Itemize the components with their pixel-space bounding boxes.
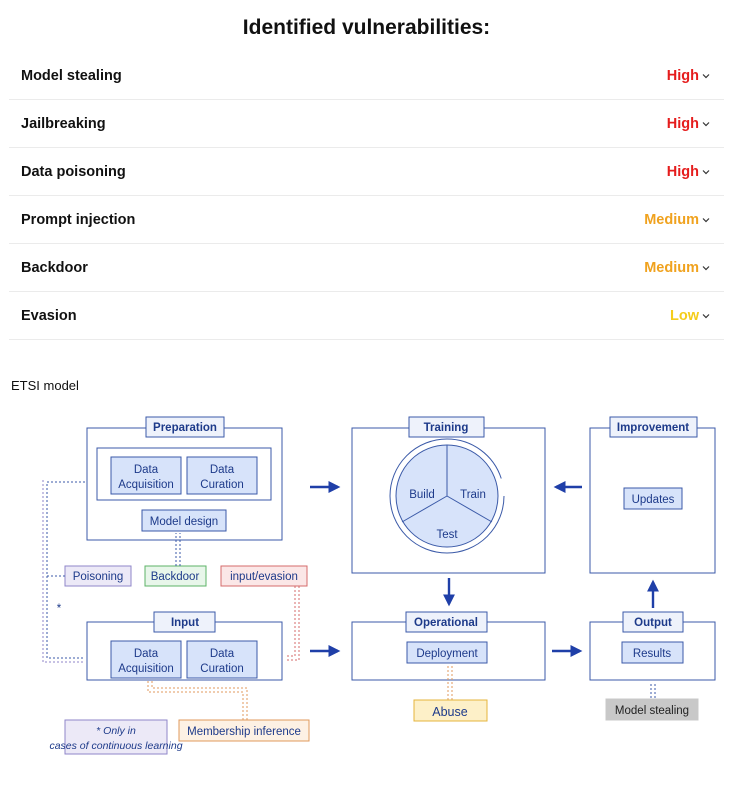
deployment-label: Deployment	[416, 648, 478, 660]
vulnerability-list: Model stealing High Jailbreaking High Da…	[9, 52, 724, 340]
prep-data-acquisition-box	[110, 456, 182, 495]
preparation-title: Preparation	[153, 422, 217, 434]
chevron-down-icon	[702, 73, 710, 78]
vulnerability-row-prompt-injection[interactable]: Prompt injection Medium	[9, 196, 724, 244]
vulnerability-row-backdoor[interactable]: Backdoor Medium	[9, 244, 724, 292]
build-label: Build	[409, 489, 435, 501]
severity-label: Medium	[644, 211, 699, 228]
vulnerability-name: Data poisoning	[21, 163, 126, 180]
chevron-down-icon	[702, 121, 710, 126]
output-header	[622, 611, 684, 633]
preparation-header	[145, 416, 225, 438]
vulnerability-row-data-poisoning[interactable]: Data poisoning High	[9, 148, 724, 196]
train-label: Train	[460, 489, 486, 501]
severity-dropdown[interactable]: High	[667, 116, 724, 132]
cycle-divider-left	[401, 495, 448, 523]
severity-dropdown[interactable]: Low	[670, 308, 724, 324]
vulnerability-name: Prompt injection	[21, 211, 136, 228]
operational-title: Operational	[414, 617, 478, 629]
diagram-caption: ETSI model	[11, 378, 79, 393]
severity-label: High	[666, 163, 699, 180]
prep-data-curation-box	[186, 456, 258, 495]
chevron-down-icon	[702, 265, 710, 270]
training-header	[408, 416, 485, 438]
abuse-label: Abuse	[432, 705, 467, 719]
input-evasion-label: input/evasion	[230, 571, 298, 583]
input-data-acquisition-box	[110, 640, 182, 679]
model-stealing-path	[650, 682, 656, 698]
input-evasion-path	[285, 586, 300, 661]
training-title: Training	[424, 422, 469, 434]
severity-label: Medium	[644, 259, 699, 276]
poisoning-path-outer	[42, 480, 85, 663]
vulnerability-name: Evasion	[21, 307, 77, 324]
abuse-path	[447, 665, 453, 700]
chevron-down-icon	[702, 169, 710, 174]
model-design-box	[141, 509, 227, 532]
operational-header	[405, 611, 488, 633]
input-title: Input	[171, 617, 199, 629]
vulnerability-row-jailbreaking[interactable]: Jailbreaking High	[9, 100, 724, 148]
input-header	[153, 611, 216, 633]
results-label: Results	[633, 648, 672, 660]
model-design-label: Model design	[150, 516, 218, 528]
severity-label: Low	[670, 307, 699, 324]
vulnerability-name: Model stealing	[21, 67, 122, 84]
output-title: Output	[634, 617, 672, 629]
test-label: Test	[436, 529, 458, 541]
model-stealing-label: Model stealing	[615, 705, 689, 717]
severity-dropdown[interactable]: Medium	[644, 260, 724, 276]
vulnerability-name: Backdoor	[21, 259, 88, 276]
membership-inference-tag	[178, 719, 310, 742]
deployment-box	[406, 641, 488, 664]
severity-dropdown[interactable]: High	[667, 164, 724, 180]
backdoor-path	[175, 533, 181, 566]
vulnerability-name: Jailbreaking	[21, 115, 106, 132]
cycle-divider-right	[446, 495, 493, 523]
poisoning-label: Poisoning	[73, 571, 124, 583]
severity-label: High	[666, 115, 699, 132]
model-stealing-tag	[605, 698, 699, 721]
membership-inference-path	[147, 680, 248, 720]
updates-label: Updates	[632, 494, 675, 506]
footnote-box	[64, 719, 168, 755]
input-evasion-tag	[220, 565, 308, 587]
input-data-curation-box	[186, 640, 258, 679]
vulnerability-row-model-stealing[interactable]: Model stealing High	[9, 52, 724, 100]
chevron-down-icon	[702, 217, 710, 222]
severity-dropdown[interactable]: Medium	[644, 212, 724, 228]
asterisk-mark: *	[57, 603, 62, 615]
chevron-down-icon	[702, 313, 710, 318]
updates-box	[623, 487, 683, 510]
improvement-title: Improvement	[617, 422, 689, 434]
backdoor-label: Backdoor	[151, 571, 200, 583]
results-box	[621, 641, 684, 664]
severity-dropdown[interactable]: High	[667, 68, 724, 84]
poisoning-path	[46, 481, 85, 659]
training-cycle-ring	[389, 438, 505, 554]
membership-inference-label: Membership inference	[187, 726, 301, 738]
vulnerability-row-evasion[interactable]: Evasion Low	[9, 292, 724, 340]
severity-label: High	[666, 67, 699, 84]
page-title: Identified vulnerabilities:	[242, 16, 491, 39]
abuse-tag	[413, 699, 488, 722]
improvement-header	[609, 416, 698, 438]
